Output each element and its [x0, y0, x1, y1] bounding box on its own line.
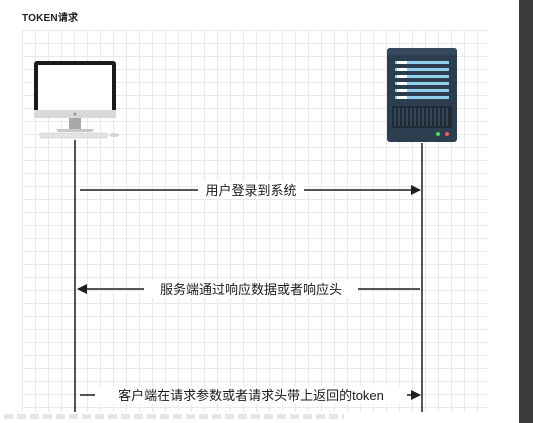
label-mask: [198, 181, 304, 199]
label-mask: [95, 386, 407, 404]
desktop-computer-icon: [34, 61, 119, 139]
message-label: 服务端通过响应数据或者响应头: [160, 282, 342, 297]
faint-footer-text: [4, 414, 344, 419]
message-label: 客户端在请求参数或者请求头带上返回的token: [118, 388, 384, 403]
message-label: 用户登录到系统: [205, 183, 296, 198]
bottom-strip: [22, 412, 487, 423]
server-rack-icon: [387, 48, 457, 142]
label-mask: [144, 280, 358, 298]
message-login: 用户登录到系统: [80, 181, 421, 199]
message-response: 服务端通过响应数据或者响应头: [77, 280, 420, 298]
message-token-request: 客户端在请求参数或者请求头带上返回的token: [80, 386, 421, 404]
page-title: TOKEN请求: [22, 13, 79, 24]
scrollbar[interactable]: [519, 0, 533, 423]
